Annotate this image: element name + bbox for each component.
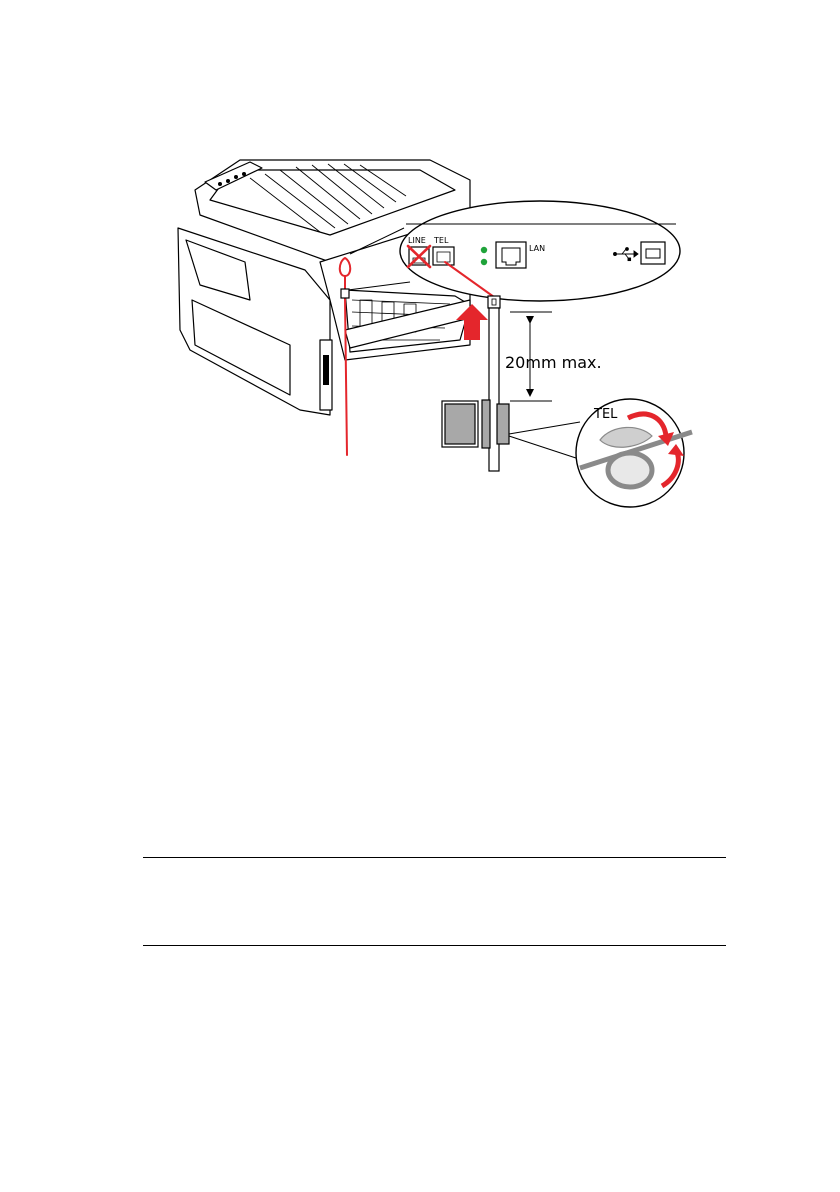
lan-port-label: LAN [529,244,545,253]
cable-loop-detail: TEL [576,399,692,507]
cable-clip [341,289,349,298]
printer-illustration [178,160,470,415]
dimension-label: 20mm max. [505,353,602,372]
line-port-label: LINE [408,236,426,245]
status-led-bottom [481,259,487,265]
status-led-top [481,247,487,253]
separator-rule-top [143,857,726,858]
detail-tel-label: TEL [593,407,618,422]
lan-port [496,242,526,268]
usb-port [641,242,665,264]
separator-rule-bottom [143,945,726,946]
tel-port-label: TEL [433,236,449,245]
